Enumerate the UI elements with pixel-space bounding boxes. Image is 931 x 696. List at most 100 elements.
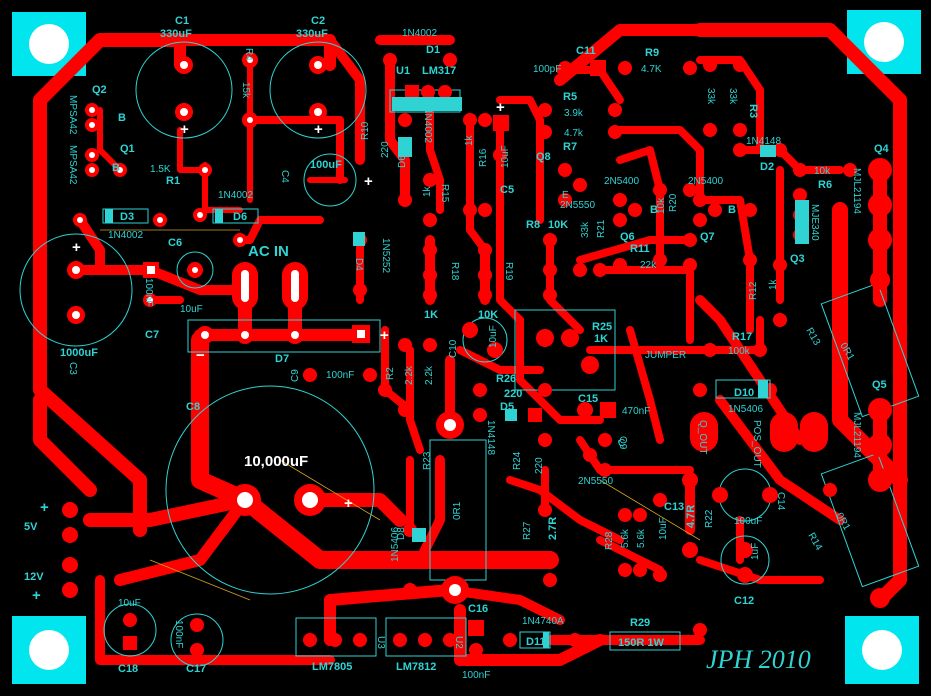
r2-value: 2.2k xyxy=(404,365,415,385)
pin-b-q6: B xyxy=(650,204,658,216)
d11-value: 1N4740A xyxy=(522,616,564,627)
r25-value: 1K xyxy=(594,333,608,345)
r18-name: R18 xyxy=(449,262,460,281)
q9-name: Q9 xyxy=(617,436,628,450)
c16-name: C16 xyxy=(468,603,488,615)
pin-b-q7: B xyxy=(728,204,736,216)
q2-part: MPSA42 xyxy=(67,95,78,135)
r27-value: 2.7R xyxy=(547,517,559,540)
c5-name: C5 xyxy=(500,184,514,196)
c12-value: 1uF xyxy=(750,543,761,560)
c11-value: 100pF xyxy=(533,64,561,75)
c7-name: C7 xyxy=(145,329,159,341)
c10-value: 10uF xyxy=(488,325,499,348)
silkscreen xyxy=(19,41,920,667)
pin-c-q9: C xyxy=(618,438,625,449)
plus-12v: + xyxy=(32,587,41,604)
plus-c8: + xyxy=(344,495,353,512)
c7-value: 100nF xyxy=(143,278,154,306)
c14-name: C14 xyxy=(775,492,786,511)
component-bodies xyxy=(102,97,809,651)
jumper-label: JUMPER xyxy=(645,350,686,361)
r4-value: 15k xyxy=(240,82,251,99)
label-12v: 12V xyxy=(24,571,44,583)
q9-part: 2N5550 xyxy=(578,476,613,487)
d1-name: D1 xyxy=(426,44,440,56)
r26-name: R26 xyxy=(496,373,516,385)
c17-name: C17 xyxy=(186,663,206,675)
c15-value: 470nF xyxy=(622,406,650,417)
q3-name: Q3 xyxy=(790,253,805,265)
c14-value: 100uF xyxy=(734,516,762,527)
r10-name: R10 xyxy=(360,121,371,140)
pin-b-q2: B xyxy=(118,112,126,124)
r29-value: 150R 1W xyxy=(618,637,664,649)
c10-name: C10 xyxy=(448,339,459,358)
r16-name: R16 xyxy=(478,148,489,167)
c15-name: C15 xyxy=(578,393,598,405)
r27b-value: 0R1 xyxy=(452,501,463,520)
labels: C1 330uF C2 330uF R4 15k Q2 Q1 R1 1.5K M… xyxy=(24,15,890,681)
label-5v: 5V xyxy=(24,521,38,533)
ac-in-label: AC IN xyxy=(248,243,289,260)
pad-group-center xyxy=(303,53,552,604)
r7-value: 4.7k xyxy=(564,128,584,139)
plus-c3: + xyxy=(72,239,81,256)
u3-value: LM7805 xyxy=(312,661,352,673)
pad-group-acin xyxy=(196,262,370,516)
r3b-value: 33k xyxy=(727,88,738,105)
r10-value: 220 xyxy=(380,141,391,158)
c1-value: 330uF xyxy=(160,28,192,40)
pin-b-q1: B xyxy=(112,162,120,174)
d5-name: D5 xyxy=(500,401,514,413)
r28b-value: 5.6k xyxy=(636,528,647,548)
pad-group-bottom xyxy=(62,502,582,657)
r1-name: R1 xyxy=(166,175,180,187)
c18-value: 10uF xyxy=(118,598,141,609)
r18-value: 1K xyxy=(424,309,438,321)
q4-name: Q4 xyxy=(874,143,890,155)
c6-value: 10uF xyxy=(180,304,203,315)
r2b-value: 2.2k xyxy=(424,365,435,385)
r12-value: 1k xyxy=(768,278,779,290)
c13-name: C13 xyxy=(664,501,684,513)
r17-value: 100k xyxy=(728,346,751,357)
r8-value: 10K xyxy=(548,219,568,231)
plus-c1: + xyxy=(180,121,189,138)
d7-name: D7 xyxy=(275,353,289,365)
c3-name: C3 xyxy=(67,362,78,375)
r28-name: R28 xyxy=(604,531,615,550)
r6-value: 10k xyxy=(814,166,831,177)
d6-value: 1N4002 xyxy=(218,190,253,201)
r3-name: R3 xyxy=(747,104,759,118)
r19-name: R19 xyxy=(503,262,514,281)
r16-value: 1k xyxy=(464,134,475,146)
r29-name: R29 xyxy=(630,617,650,629)
c18-name: C18 xyxy=(118,663,138,675)
r21-name: R21 xyxy=(596,219,607,238)
r11-value: 22k xyxy=(640,260,657,271)
q5-part: MJL21194 xyxy=(851,412,862,458)
r6-name: R6 xyxy=(818,179,832,191)
d6-name: D6 xyxy=(233,211,247,223)
r2-name: R2 xyxy=(385,367,396,380)
d6b-name: D6 xyxy=(397,155,408,168)
c16-value: 100nF xyxy=(462,670,490,681)
c9-name: C9 xyxy=(290,369,301,382)
pad-group-left xyxy=(67,52,327,324)
u4-value: LM7812 xyxy=(396,661,436,673)
u3-name: U3 xyxy=(375,636,386,649)
r23-name: R23 xyxy=(422,451,433,470)
component-pads xyxy=(62,52,892,657)
d2-value: 1N4148 xyxy=(746,136,781,147)
signature: JPH 2010 xyxy=(706,645,811,674)
d6b-value: 1N4002 xyxy=(422,108,433,143)
q1-part: MPSA42 xyxy=(67,145,78,185)
plus-c5: + xyxy=(496,99,505,116)
c3-value: 1000uF xyxy=(60,347,98,359)
r5-value: 3.9k xyxy=(564,108,584,119)
u1-name: U1 xyxy=(396,65,410,77)
d3-value: 1N4002 xyxy=(108,230,143,241)
d1-value: 1N4002 xyxy=(402,28,437,39)
r26-value: 220 xyxy=(504,388,522,400)
